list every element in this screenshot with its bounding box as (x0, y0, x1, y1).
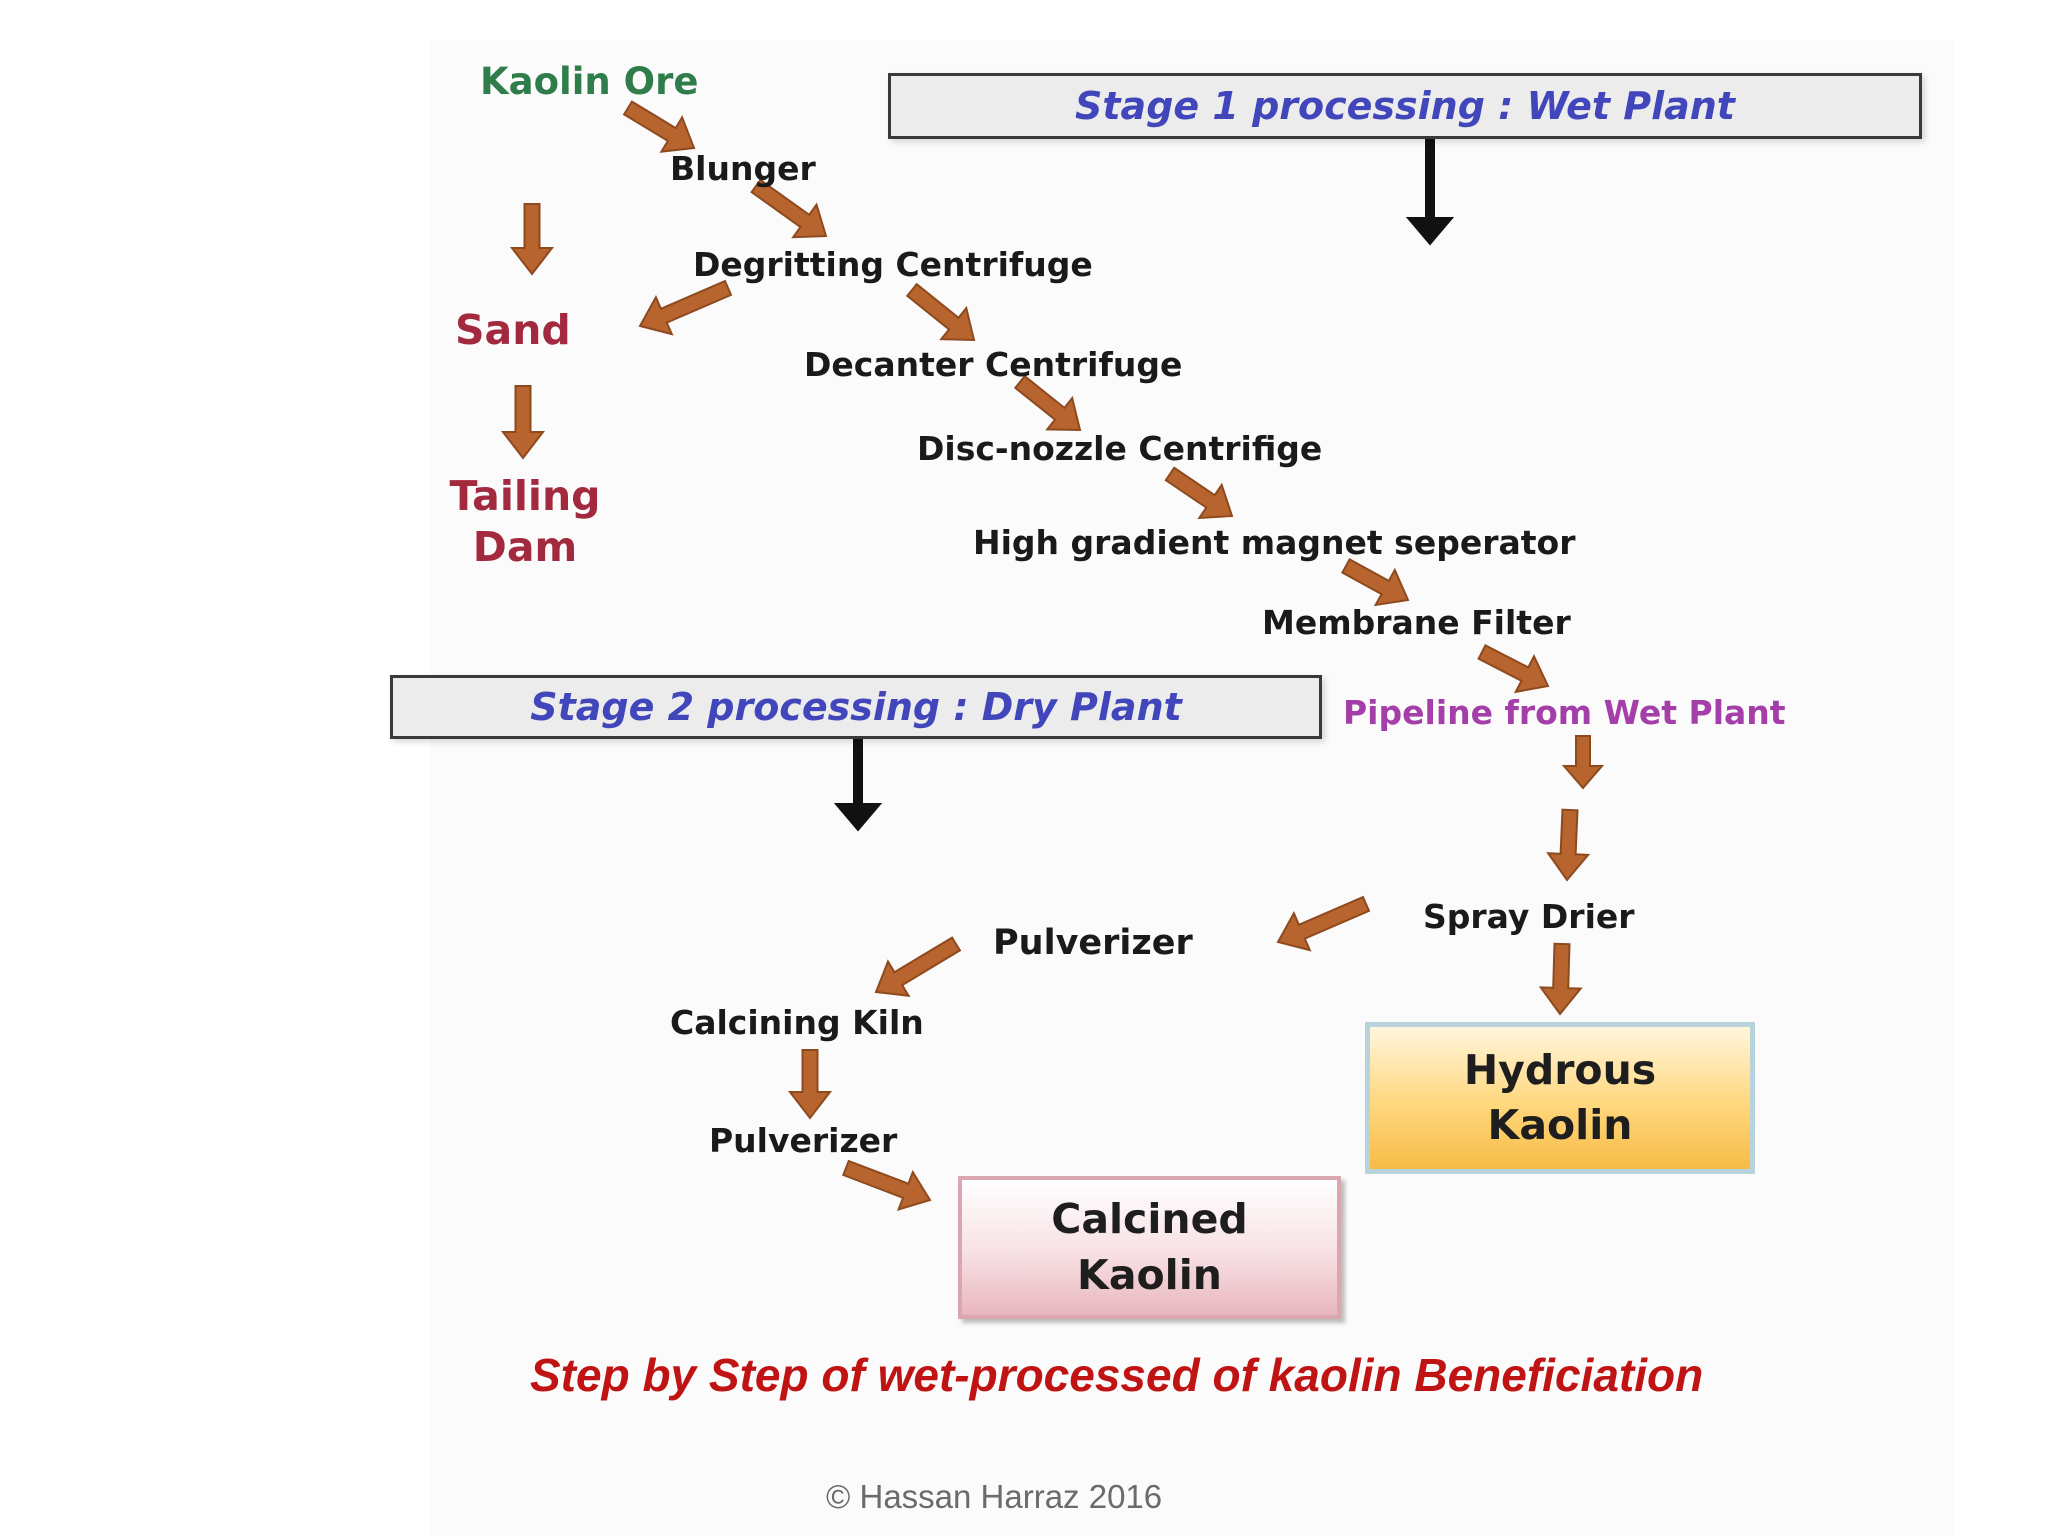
pipeline-label: Pipeline from Wet Plant (1343, 693, 1786, 732)
calcined-kaolin-label: Calcined Kaolin (1051, 1195, 1248, 1299)
degritting-centrifuge-label: Degritting Centrifuge (693, 245, 1093, 284)
arrow-stage1-down (1405, 137, 1455, 246)
tailing-dam-line2: Dam (472, 523, 578, 571)
tailing-dam-label: Tailing Dam (430, 476, 620, 568)
arrow-degritting-to-decanter (905, 282, 976, 342)
stage2-box: Stage 2 processing : Dry Plant (390, 675, 1322, 739)
arrow-disc-to-magnet (1164, 466, 1234, 520)
arrow-blunger-to-degritting (750, 178, 828, 239)
arrow-pipeline-down (1561, 735, 1605, 790)
arrow-ore-side-down (509, 203, 555, 276)
spray-drier-label: Spray Drier (1423, 897, 1635, 936)
arrow-pulverizer-to-calcined (842, 1159, 932, 1211)
magnet-separator-label: High gradient magnet seperator (973, 523, 1576, 562)
hydrous-kaolin-label: Hydrous Kaolin (1463, 1045, 1657, 1149)
calcined-kaolin-box: Calcined Kaolin (958, 1176, 1341, 1319)
sand-label: Sand (455, 306, 571, 354)
arrow-stage2-down (833, 737, 883, 832)
arrow-pulverizer-to-kiln (874, 936, 962, 998)
pulverizer-1-label: Pulverizer (993, 923, 1193, 963)
hydrous-kaolin-box: Hydrous Kaolin (1365, 1022, 1755, 1174)
arrow-kiln-to-pulverizer (787, 1049, 833, 1120)
pulverizer-2-label: Pulverizer (709, 1121, 898, 1160)
disc-nozzle-centrifuge-label: Disc-nozzle Centrifige (917, 429, 1323, 468)
blunger-label: Blunger (670, 149, 816, 188)
arrow-decanter-to-disc (1013, 374, 1082, 432)
stage2-label: Stage 2 processing : Dry Plant (530, 685, 1182, 729)
decanter-centrifuge-label: Decanter Centrifuge (804, 345, 1183, 384)
arrow-ore-to-blunger (622, 100, 696, 153)
arrow-membrane-to-pipeline (1477, 643, 1550, 694)
diagram-caption: Step by Step of wet-processed of kaolin … (530, 1349, 1704, 1401)
arrow-magnet-to-membrane (1341, 558, 1410, 607)
arrow-spray-to-pulverizer (1276, 895, 1371, 952)
kaolin-ore-label: Kaolin Ore (480, 60, 699, 103)
arrow-degritting-to-sand (638, 279, 733, 336)
tailing-dam-line1: Tailing (449, 472, 601, 520)
stage1-label: Stage 1 processing : Wet Plant (1075, 84, 1735, 128)
membrane-filter-label: Membrane Filter (1262, 603, 1571, 642)
copyright-notice: © Hassan Harraz 2016 (826, 1478, 1163, 1515)
arrow-sand-to-tailing (500, 385, 546, 460)
calcining-kiln-label: Calcining Kiln (670, 1003, 924, 1042)
stage1-box: Stage 1 processing : Wet Plant (888, 73, 1922, 139)
arrow-to-spray-drier (1546, 808, 1591, 882)
arrow-spray-to-hydrous (1538, 942, 1583, 1016)
